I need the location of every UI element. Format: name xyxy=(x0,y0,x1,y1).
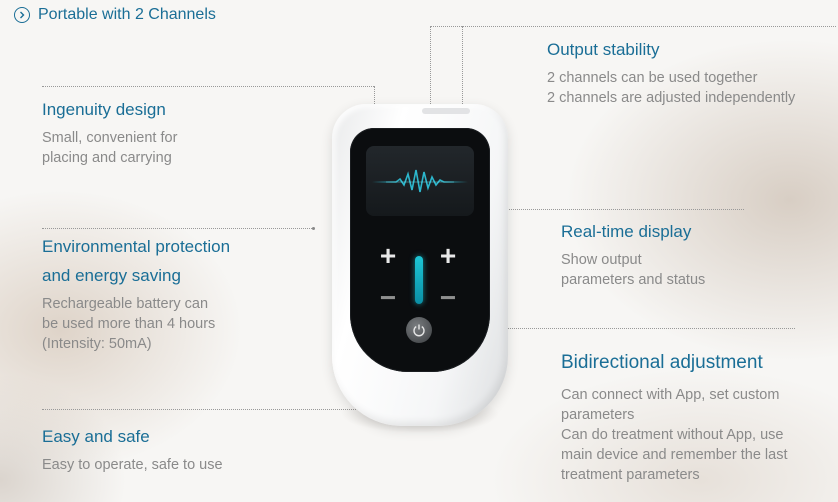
feature-desc-output-2: 2 channels are adjusted independently xyxy=(547,90,796,106)
header: Portable with 2 Channels xyxy=(14,6,216,24)
waveform-icon xyxy=(372,169,468,193)
feature-desc-realtime-2: parameters and status xyxy=(561,272,706,288)
feature-title-ingenuity: Ingenuity design xyxy=(42,100,166,119)
channel1-minus-button[interactable]: − xyxy=(379,282,397,313)
channel2-plus-button[interactable]: + xyxy=(439,240,457,271)
feature-desc-bidirectional-1: Can connect with App, set custom xyxy=(561,387,780,403)
feature-desc-bidirectional-5: treatment parameters xyxy=(561,467,700,483)
connector-line-bidirectional xyxy=(505,328,795,329)
feature-desc-ingenuity-1: Small, convenient for xyxy=(42,130,178,146)
feature-desc-output-1: 2 channels can be used together xyxy=(547,70,758,86)
device-top-slot xyxy=(422,108,470,114)
feature-title-environmental-1: Environmental protection xyxy=(42,237,231,256)
feature-title-bidirectional: Bidirectional adjustment xyxy=(561,352,763,373)
connector-line-realtime xyxy=(470,209,744,210)
connector-line-output xyxy=(430,26,836,27)
connector-dot-environmental xyxy=(312,227,315,230)
feature-title-realtime: Real-time display xyxy=(561,222,692,241)
power-button[interactable] xyxy=(406,317,432,343)
feature-desc-realtime-1: Show output xyxy=(561,252,642,268)
connector-line-easy xyxy=(42,409,378,410)
feature-title-easy: Easy and safe xyxy=(42,427,150,446)
connector-line-ingenuity-vertical xyxy=(374,86,375,118)
connector-line-ingenuity xyxy=(42,86,374,87)
feature-desc-environmental-2: be used more than 4 hours xyxy=(42,316,216,332)
feature-desc-bidirectional-4: main device and remember the last xyxy=(561,447,788,463)
feature-desc-environmental-3: (Intensity: 50mA) xyxy=(42,336,152,352)
feature-desc-bidirectional-2: parameters xyxy=(561,407,635,423)
chevron-right-circle-icon[interactable] xyxy=(14,7,30,23)
header-title: Portable with 2 Channels xyxy=(38,6,216,23)
feature-desc-environmental-1: Rechargeable battery can xyxy=(42,296,209,312)
feature-desc-ingenuity-2: placing and carrying xyxy=(42,150,172,166)
connector-line-environmental xyxy=(42,228,314,229)
feature-desc-easy-1: Easy to operate, safe to use xyxy=(42,457,223,473)
feature-desc-bidirectional-3: Can do treatment without App, use xyxy=(561,427,784,443)
connector-line-output-vertical-1 xyxy=(430,26,431,110)
device-screen xyxy=(366,146,474,216)
output-level-bar xyxy=(415,256,423,304)
connector-line-output-vertical-2 xyxy=(462,26,463,110)
feature-title-output: Output stability xyxy=(547,40,660,59)
power-icon xyxy=(413,324,425,337)
channel2-minus-button[interactable]: − xyxy=(439,282,457,313)
feature-title-environmental-2: and energy saving xyxy=(42,266,181,285)
channel1-plus-button[interactable]: + xyxy=(379,240,397,271)
